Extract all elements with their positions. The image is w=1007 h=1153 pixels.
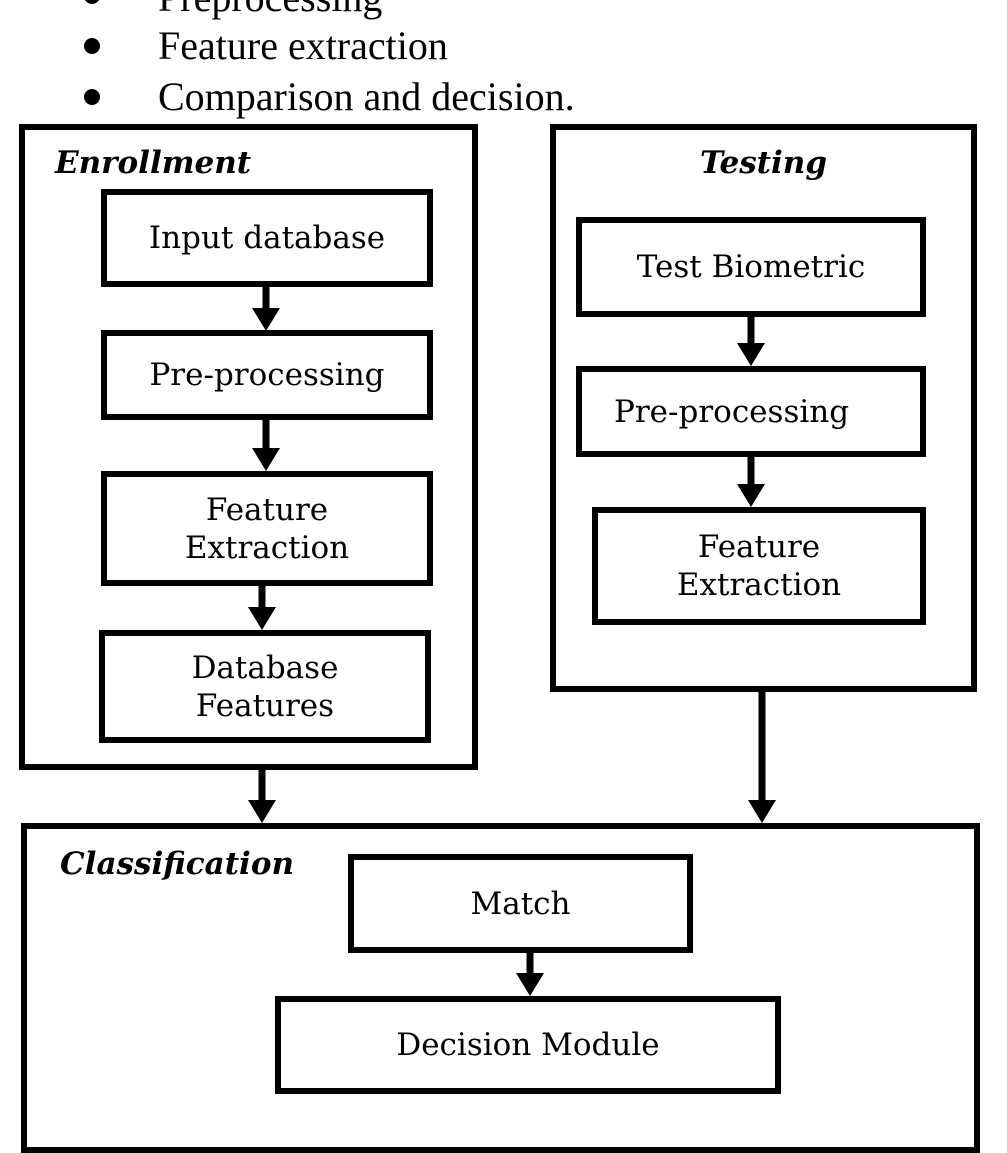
match-box: Match (348, 854, 693, 953)
decision-module-box: Decision Module (275, 996, 781, 1094)
arrowhead-icon (248, 800, 276, 823)
testing-feature-label-line2: Extraction (676, 567, 842, 603)
arrowhead-icon (748, 800, 776, 823)
bullet-icon (84, 38, 100, 54)
testing-feature-label-line1: Feature (697, 529, 821, 565)
enrollment-feature-label-line1: Feature (205, 491, 329, 528)
decision-module-label: Decision Module (396, 1027, 660, 1063)
database-features-box: Database Features (99, 630, 431, 743)
testing-title: Testing (700, 145, 827, 181)
enrollment-feature-extraction-box: Feature Extraction (101, 471, 433, 586)
database-features-label-line2: Features (195, 687, 335, 724)
input-database-box: Input database (101, 189, 433, 287)
enrollment-panel (19, 124, 478, 770)
testing-preprocessing-label: Pre-processing (614, 393, 850, 430)
match-label: Match (470, 885, 571, 922)
test-biometric-label: Test Biometric (636, 249, 866, 285)
input-database-label: Input database (148, 220, 386, 256)
testing-preprocessing-box: Pre-processing (576, 366, 926, 457)
database-features-label-line1: Database (191, 649, 339, 686)
bullet-icon (84, 0, 100, 4)
classification-title: Classification (60, 846, 295, 882)
bullet-list: Preprocessing Feature extraction Compari… (0, 0, 1007, 120)
bullet-text: Preprocessing (158, 0, 382, 18)
bullet-icon (84, 89, 100, 105)
enrollment-preprocessing-box: Pre-processing (101, 330, 433, 420)
enrollment-feature-label-line2: Extraction (184, 529, 350, 566)
bullet-text: Comparison and decision. (158, 74, 575, 119)
testing-feature-extraction-box: Feature Extraction (592, 507, 926, 625)
bullet-text: Feature extraction (158, 23, 448, 68)
test-biometric-box: Test Biometric (576, 217, 926, 317)
enrollment-preprocessing-label: Pre-processing (149, 357, 385, 393)
testing-panel (550, 124, 977, 692)
enrollment-title: Enrollment (55, 145, 252, 181)
